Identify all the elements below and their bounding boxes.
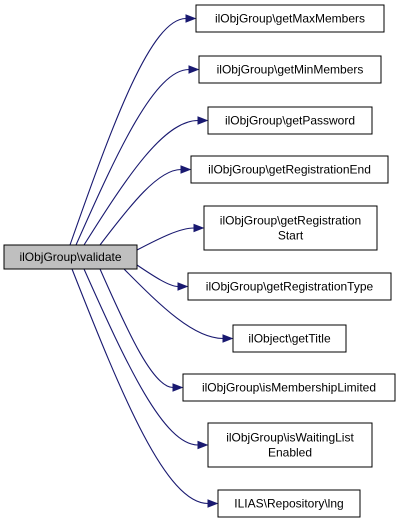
- call-edge-isWaitingListEnabled: [83, 268, 199, 446]
- node-label: ilObjGroup\getPassword: [225, 114, 355, 128]
- call-edges: [69, 14, 234, 508]
- node-box: [190, 155, 389, 184]
- node-box: [182, 373, 396, 402]
- node-box: [217, 489, 361, 518]
- node-box: [207, 106, 373, 135]
- call-edge-getTitle: [123, 268, 224, 340]
- node-label: ilObjGroup\isWaitingList: [226, 431, 354, 445]
- root-node-validate[interactable]: ilObjGroup\validate: [3, 244, 138, 270]
- node-label: ilObjGroup\validate: [19, 250, 121, 264]
- node-label: ilObjGroup\getMinMembers: [217, 63, 364, 77]
- node-label: Start: [278, 229, 304, 243]
- arrowhead-getRegistrationStart: [193, 223, 205, 233]
- arrowhead-lng: [207, 499, 219, 508]
- arrowhead-getPassword: [197, 116, 209, 125]
- callee-node-getTitle[interactable]: ilObject\getTitle: [232, 324, 347, 353]
- node-label: ILIAS\Repository\lng: [234, 497, 343, 511]
- callee-node-lng[interactable]: ILIAS\Repository\lng: [217, 489, 361, 518]
- call-edge-getMinMembers: [75, 68, 190, 246]
- call-edge-getRegistrationType: [136, 264, 179, 288]
- callee-node-getRegistrationType[interactable]: ilObjGroup\getRegistrationType: [187, 272, 392, 301]
- call-nodes: ilObjGroup\validate ilObjGroup\getMaxMemb…: [3, 4, 396, 518]
- arrowhead-getRegistrationEnd: [180, 165, 192, 174]
- node-label: ilObjGroup\getRegistration: [220, 214, 361, 228]
- node-label: ilObjGroup\getRegistrationType: [206, 280, 374, 294]
- arrowhead-isMembershipLimited: [172, 383, 184, 392]
- node-box: [207, 422, 373, 468]
- node-box: [3, 244, 138, 270]
- node-label: ilObject\getTitle: [248, 332, 331, 346]
- callee-node-getRegistrationEnd[interactable]: ilObjGroup\getRegistrationEnd: [190, 155, 389, 184]
- callee-node-getPassword[interactable]: ilObjGroup\getPassword: [207, 106, 373, 135]
- node-label: ilObjGroup\getRegistrationEnd: [208, 163, 371, 177]
- call-edge-getRegistrationEnd: [99, 168, 182, 246]
- callee-node-isMembershipLimited[interactable]: ilObjGroup\isMembershipLimited: [182, 373, 396, 402]
- call-edge-lng: [71, 268, 209, 505]
- node-box: [195, 4, 385, 33]
- arrowhead-getTitle: [222, 334, 234, 343]
- arrowhead-getMinMembers: [188, 65, 200, 74]
- call-edge-getPassword: [83, 119, 199, 246]
- arrowhead-getRegistrationType: [177, 282, 189, 291]
- node-label: ilObjGroup\isMembershipLimited: [202, 381, 376, 395]
- call-edge-getRegistrationStart: [136, 227, 195, 251]
- callee-node-getMinMembers[interactable]: ilObjGroup\getMinMembers: [198, 55, 382, 84]
- node-label: Enabled: [268, 446, 312, 460]
- node-box: [187, 272, 392, 301]
- arrowhead-isWaitingListEnabled: [197, 440, 209, 450]
- call-edge-isMembershipLimited: [99, 268, 174, 389]
- call-edge-getMaxMembers: [69, 17, 187, 246]
- callee-node-getMaxMembers[interactable]: ilObjGroup\getMaxMembers: [195, 4, 385, 33]
- node-box: [203, 205, 378, 251]
- node-box: [232, 324, 347, 353]
- node-label: ilObjGroup\getMaxMembers: [215, 12, 365, 26]
- arrowhead-getMaxMembers: [185, 14, 197, 23]
- node-box: [198, 55, 382, 84]
